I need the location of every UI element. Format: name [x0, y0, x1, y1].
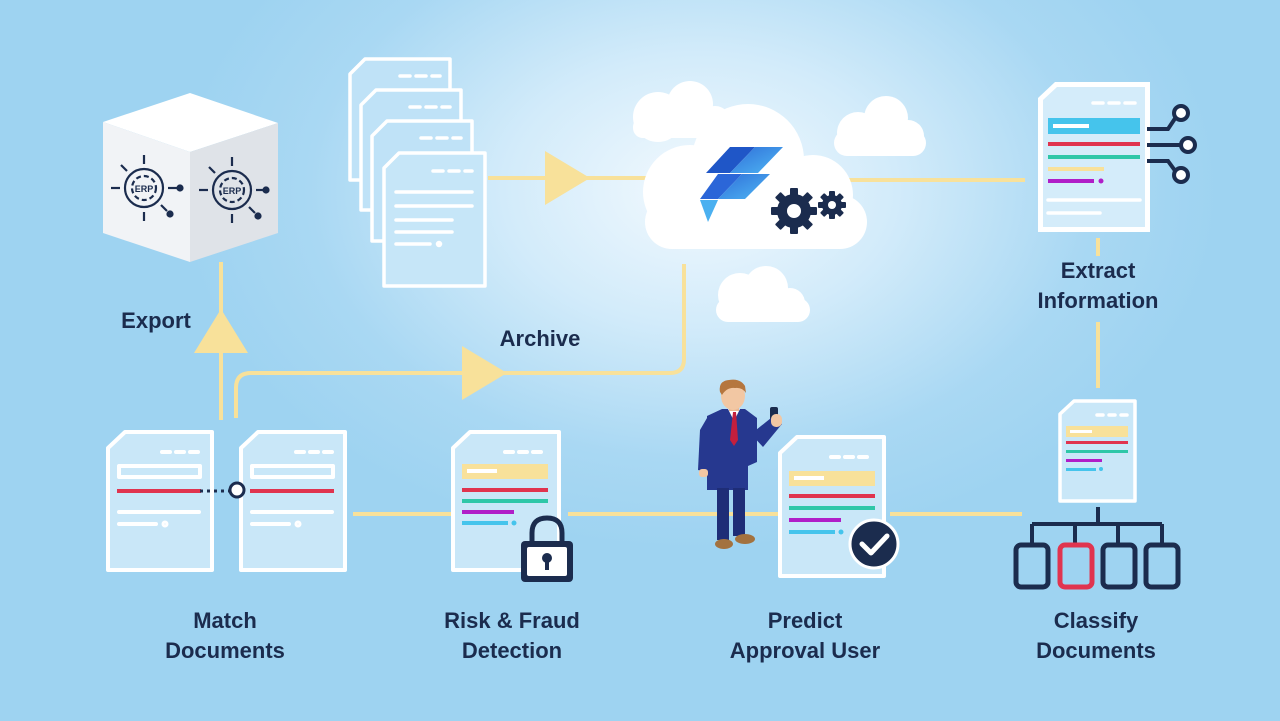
connector-archive [234, 264, 686, 418]
label-archive-text: Archive [499, 326, 581, 351]
label-extract-line1: Extract [1060, 258, 1136, 283]
label-archive: Archive [480, 324, 600, 354]
arrow-to-cloud [545, 151, 590, 205]
risk-document-icon [451, 430, 561, 572]
match-document-icon [106, 430, 347, 572]
label-match-line1: Match [193, 608, 257, 633]
label-export-text: Export [121, 308, 191, 333]
label-match-line2: Documents [165, 638, 285, 663]
document-stack-icon [348, 57, 487, 288]
label-predict-line1: Predict [767, 608, 843, 633]
cloud-small-right [834, 96, 926, 156]
flow-arrows [194, 151, 590, 400]
label-classify-line2: Documents [1036, 638, 1156, 663]
label-classify-line1: Classify [1053, 608, 1139, 633]
background-clouds [633, 81, 926, 322]
label-risk-line1: Risk & Fraud [444, 608, 580, 633]
label-classify-documents: Classify Documents [1008, 606, 1184, 666]
erp-text-right: ERP [223, 186, 242, 196]
erp-cube-icon: ERP ERP [103, 93, 278, 262]
label-predict-approval-user: Predict Approval User [705, 606, 905, 666]
arrow-archive [462, 346, 507, 400]
erp-text-left: ERP [135, 184, 154, 194]
classify-document-icon [1058, 399, 1137, 503]
check-badge-icon [848, 518, 900, 570]
label-export: Export [100, 306, 212, 336]
label-risk-line2: Detection [461, 638, 563, 663]
label-match-documents: Match Documents [140, 606, 310, 666]
label-risk-fraud-detection: Risk & Fraud Detection [422, 606, 602, 666]
label-predict-line2: Approval User [729, 638, 881, 663]
cloud-small-bottom [716, 266, 810, 322]
cloud-logo-icon [643, 104, 867, 249]
link-icon [200, 481, 246, 499]
network-nodes-icon [1147, 104, 1197, 184]
extract-document-icon [1038, 82, 1150, 232]
classify-tree-icon [1013, 507, 1181, 590]
label-extract-line2: Information [1037, 288, 1159, 313]
erp-gear-right [199, 157, 270, 223]
gear-icon [771, 188, 846, 234]
label-extract-information: Extract Information [1013, 256, 1183, 316]
lock-icon [521, 515, 573, 582]
arrow-export-up [194, 309, 248, 353]
erp-gear-left [111, 155, 184, 221]
businessman-icon [698, 379, 782, 549]
app-logo [700, 147, 783, 222]
